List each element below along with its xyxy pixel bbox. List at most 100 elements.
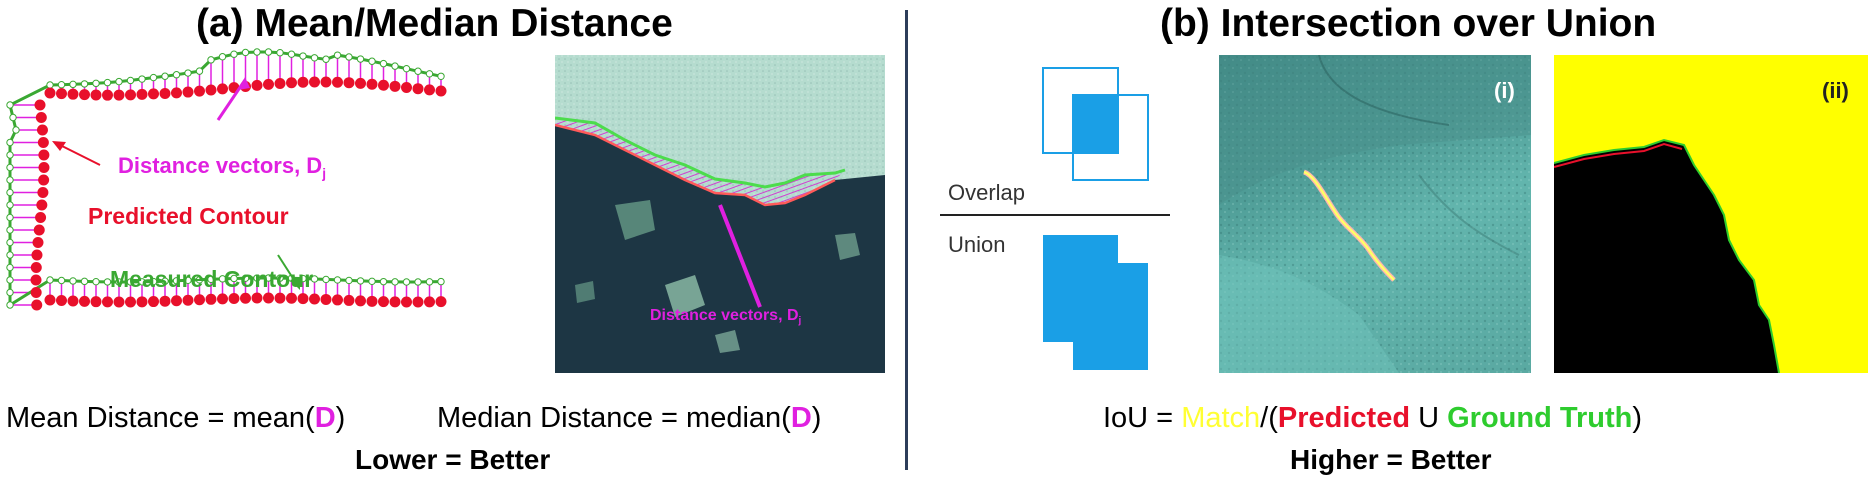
predicted-point <box>30 287 42 298</box>
mean-distance-formula: Mean Distance = mean(D) <box>6 402 346 434</box>
measured-point <box>356 277 365 285</box>
measured-point <box>425 278 434 286</box>
measured-point <box>161 72 169 80</box>
predicted-point <box>217 83 228 95</box>
measured-point <box>345 276 353 285</box>
predicted-point <box>90 296 102 308</box>
predicted-point <box>401 82 412 94</box>
measured-point <box>6 288 14 297</box>
measured-point <box>264 48 273 56</box>
measured-point <box>253 274 261 282</box>
measured-point <box>80 80 89 88</box>
predicted-point <box>159 295 171 307</box>
measured-point <box>218 275 227 283</box>
overlap-union-diagram <box>940 67 1170 370</box>
measured-point <box>333 51 342 59</box>
predicted-point <box>79 89 90 101</box>
measured-point <box>437 277 445 286</box>
panel-a-verdict: Lower = Better <box>355 444 551 475</box>
predicted-point <box>136 88 148 100</box>
iou-formula: IoU = Match/(Predicted U Ground Truth) <box>1103 402 1643 434</box>
predicted-point <box>171 87 182 99</box>
predicted-point <box>102 89 113 101</box>
predicted-point <box>38 174 50 186</box>
measured-point <box>92 79 100 88</box>
measured-arrow <box>277 254 297 284</box>
overlap-label: Overlap <box>948 180 1026 205</box>
predicted-point <box>35 112 47 123</box>
predicted-point <box>136 296 148 308</box>
predicted-point <box>38 149 50 161</box>
predicted-point <box>38 162 50 173</box>
predicted-point <box>125 296 136 308</box>
predicted-point <box>332 294 343 306</box>
predicted-point <box>36 199 48 211</box>
union-area <box>1043 235 1148 370</box>
measured-point <box>6 151 14 159</box>
measured-point <box>6 301 14 309</box>
distance-vectors-label: Distance vectors, Dj <box>118 153 326 181</box>
predicted-point <box>102 296 113 308</box>
measured-point <box>368 277 376 286</box>
predicted-point <box>31 249 43 261</box>
predicted-point <box>412 296 424 308</box>
measured-point <box>264 274 273 282</box>
predicted-point <box>309 76 320 88</box>
measured-point <box>12 126 20 134</box>
measured-point <box>115 77 123 86</box>
predicted-point <box>36 124 48 136</box>
predicted-point <box>297 293 309 305</box>
tag-i: (i) <box>1494 78 1515 103</box>
measured-point <box>138 278 146 286</box>
predicted-point <box>274 77 286 89</box>
predicted-point <box>263 292 274 304</box>
union-label: Union <box>948 232 1006 257</box>
measured-point <box>6 276 14 284</box>
satellite-photo-iou <box>1219 55 1531 373</box>
measured-point <box>69 277 77 285</box>
predicted-point <box>343 294 355 306</box>
measured-contour-label: Measured Contour <box>110 266 314 292</box>
measured-point <box>322 275 330 284</box>
measured-point <box>195 276 204 284</box>
measured-point <box>6 251 14 259</box>
predicted-arrow <box>59 144 101 166</box>
photo-distance-vectors-label: Distance vectors, Dj <box>650 307 802 327</box>
measured-point <box>333 276 342 284</box>
measured-point <box>391 278 399 286</box>
predicted-point <box>182 294 194 306</box>
measured-point <box>172 71 181 79</box>
measured-point <box>6 201 14 209</box>
measured-point <box>379 59 388 68</box>
predicted-point <box>125 89 136 101</box>
measured-point <box>230 274 238 283</box>
measured-point <box>207 56 215 64</box>
measured-point <box>46 276 54 284</box>
measured-point <box>276 49 284 57</box>
measured-point <box>391 62 399 70</box>
predicted-contour-label: Predicted Contour <box>88 203 289 229</box>
predicted-point <box>194 85 205 97</box>
predicted-point <box>389 80 401 92</box>
predicted-point <box>435 85 447 97</box>
measured-point <box>253 48 261 56</box>
predicted-point <box>171 295 182 307</box>
predicted-point <box>343 77 355 89</box>
predicted-point <box>35 212 47 223</box>
measured-point <box>138 75 146 83</box>
measured-point <box>218 53 227 61</box>
predicted-point <box>435 296 447 308</box>
predicted-point <box>44 294 56 306</box>
measured-point <box>356 55 365 63</box>
predicted-point <box>286 77 297 89</box>
measured-point <box>161 277 169 285</box>
measured-point <box>414 278 422 286</box>
predicted-point <box>44 87 56 99</box>
measured-point <box>92 277 100 286</box>
predicted-point <box>113 89 125 101</box>
measured-point <box>207 275 215 283</box>
measured-contour-points <box>6 48 445 309</box>
measured-point <box>9 113 17 122</box>
predicted-point <box>148 88 159 100</box>
predicted-point <box>424 84 435 96</box>
